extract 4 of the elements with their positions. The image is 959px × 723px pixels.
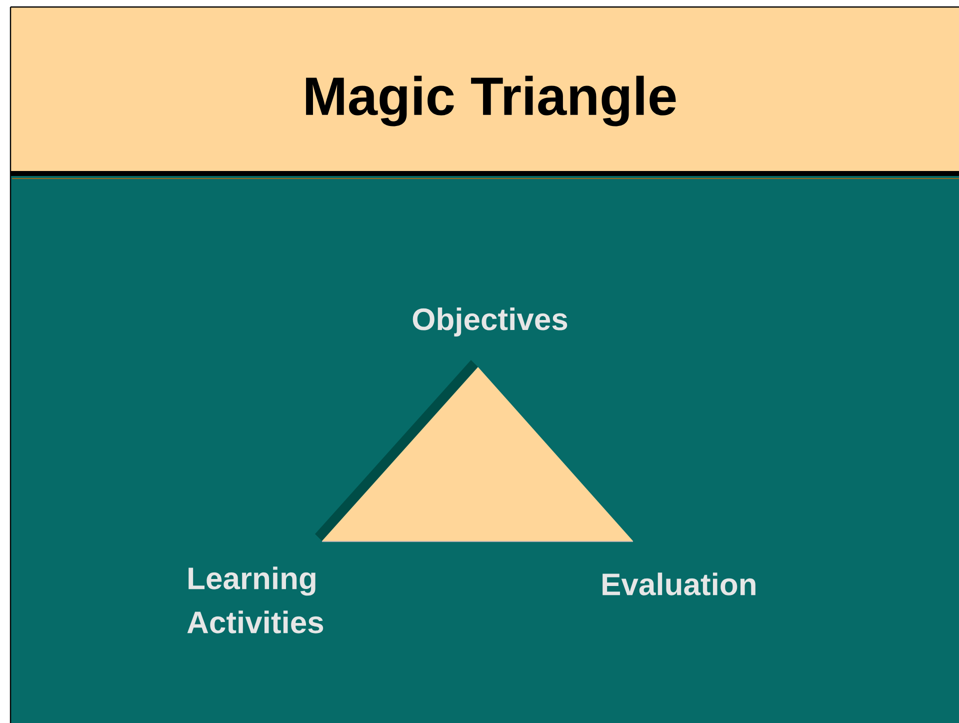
title: Magic Triangle (306, 76, 676, 126)
corner-label: Objectives (412, 308, 568, 336)
corner-label: Evaluation (602, 572, 756, 596)
corner-label: Learning Activities (187, 566, 324, 634)
